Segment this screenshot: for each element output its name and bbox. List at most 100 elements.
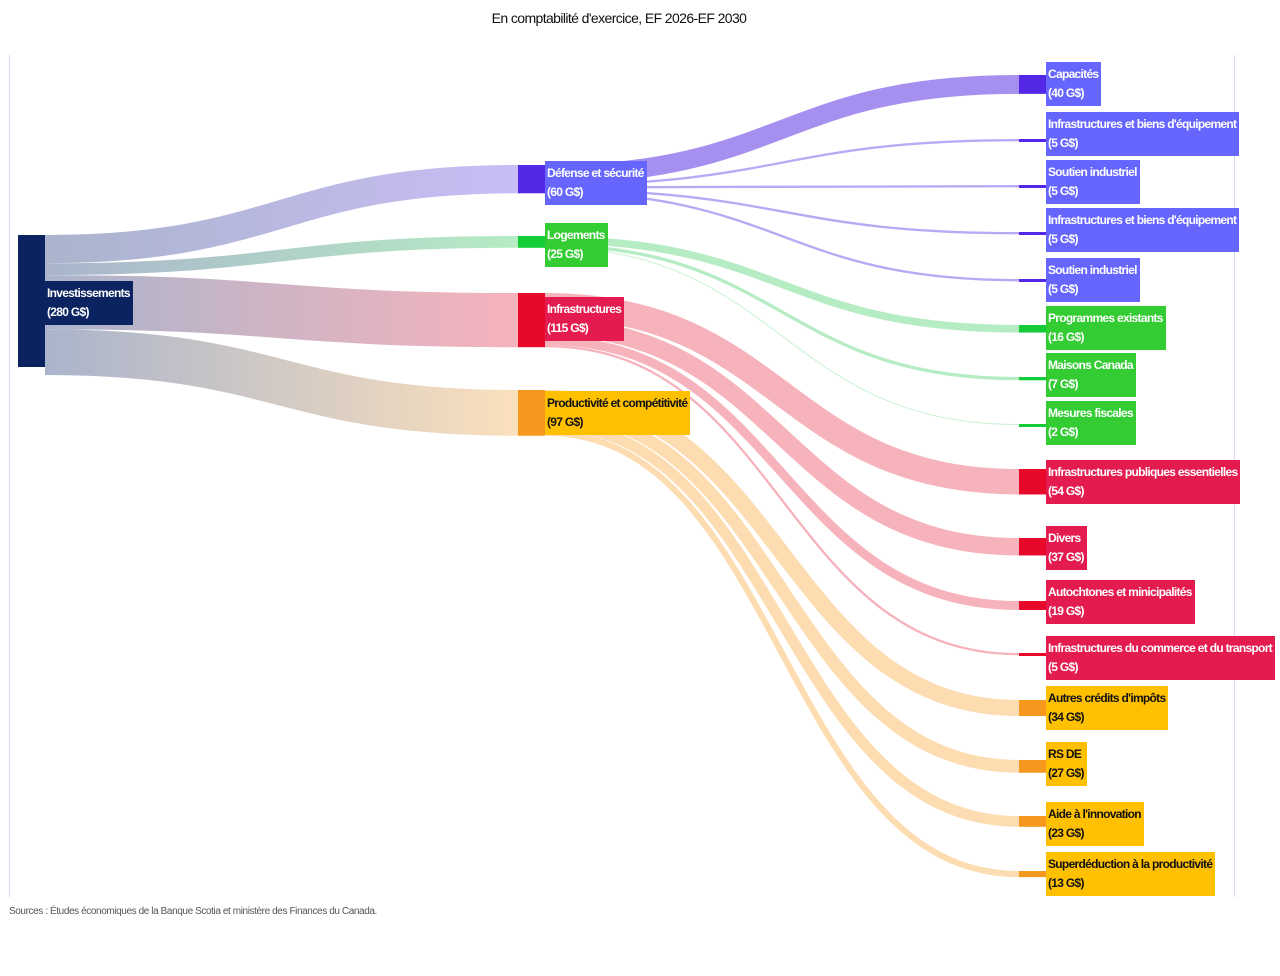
node-pro[interactable]	[518, 390, 545, 436]
node-value: (5 G$)	[1048, 232, 1079, 246]
node-value: (60 G$)	[547, 185, 583, 199]
node-label: Infrastructures et biens d'équipement	[1048, 117, 1237, 131]
link-log-mf	[544, 246, 1020, 425]
link-log-mc	[544, 243, 1020, 381]
label-inv: Investissements (280 G$)	[45, 281, 133, 325]
node-ibe2[interactable]	[1019, 232, 1046, 235]
link-pro-aide	[544, 418, 1020, 827]
node-value: (5 G$)	[1048, 136, 1079, 150]
label-rsde: RS DE (27 G$)	[1046, 742, 1087, 786]
node-label: RS DE	[1048, 747, 1082, 761]
node-label: Logements	[547, 228, 605, 242]
node-value: (115 G$)	[547, 321, 589, 335]
node-aide[interactable]	[1019, 816, 1046, 827]
node-value: (54 G$)	[1048, 484, 1084, 498]
label-mc: Maisons Canada (7 G$)	[1046, 353, 1136, 397]
node-aci[interactable]	[1019, 700, 1046, 717]
node-si1[interactable]	[1019, 185, 1046, 188]
label-pro: Productivité et compétitivité (97 G$)	[545, 391, 691, 435]
node-inf[interactable]	[518, 293, 545, 348]
node-value: (280 G$)	[47, 305, 89, 319]
label-def: Défense et sécurité (60 G$)	[545, 161, 647, 205]
label-ict: Infrastructures du commerce et du transp…	[1046, 636, 1275, 680]
link-def-si2	[544, 190, 1020, 282]
label-cap: Capacités (40 G$)	[1046, 62, 1102, 106]
node-cap[interactable]	[1019, 75, 1046, 94]
node-value: (25 G$)	[547, 247, 583, 261]
link-inv-def	[44, 165, 519, 264]
link-pro-sup	[544, 429, 1020, 878]
node-label: Autochtones et minicipalités	[1048, 585, 1192, 599]
node-label: Capacités	[1048, 67, 1099, 81]
node-def[interactable]	[518, 165, 545, 194]
node-value: (97 G$)	[547, 415, 583, 429]
link-log-pe	[544, 235, 1020, 333]
node-value: (2 G$)	[1048, 425, 1079, 439]
node-label: Autres crédits d'impôts	[1048, 691, 1166, 705]
node-value: (7 G$)	[1048, 377, 1079, 391]
node-mf[interactable]	[1019, 424, 1046, 427]
label-aci: Autres crédits d'impôts (34 G$)	[1046, 686, 1169, 730]
label-mf: Mesures fiscales (2 G$)	[1046, 401, 1136, 445]
node-label: Divers	[1048, 531, 1081, 545]
node-label: Mesures fiscales	[1048, 406, 1134, 420]
node-value: (40 G$)	[1048, 86, 1085, 100]
node-label: Défense et sécurité	[547, 166, 644, 180]
chart-title: En comptabilité d'exercice, EF 2026-EF 2…	[491, 10, 747, 26]
node-label: Infrastructures	[547, 302, 622, 316]
node-value: (5 G$)	[1048, 282, 1079, 296]
label-inf: Infrastructures (115 G$)	[545, 297, 625, 341]
node-value: (16 G$)	[1048, 330, 1084, 344]
source-note: Sources : Études économiques de la Banqu…	[9, 906, 377, 917]
label-log: Logements (25 G$)	[545, 223, 608, 267]
node-inv[interactable]	[18, 235, 45, 367]
link-inv-log	[44, 236, 519, 276]
link-inv-pro	[44, 329, 519, 436]
node-sup[interactable]	[1019, 871, 1046, 878]
node-div[interactable]	[1019, 538, 1046, 556]
label-div: Divers (37 G$)	[1046, 526, 1087, 570]
node-value: (34 G$)	[1048, 710, 1084, 724]
node-value: (5 G$)	[1048, 660, 1079, 674]
label-si1: Soutien industriel (5 G$)	[1046, 160, 1140, 204]
node-label: Soutien industriel	[1048, 263, 1137, 277]
node-rsde[interactable]	[1019, 760, 1046, 773]
label-sup: Superdéduction à la productivité (13 G$)	[1046, 852, 1216, 896]
node-mc[interactable]	[1019, 377, 1046, 381]
node-ict[interactable]	[1019, 653, 1046, 656]
link-inf-div	[544, 318, 1020, 556]
node-label: Superdéduction à la productivité	[1048, 857, 1213, 871]
node-label: Infrastructures publiques essentielles	[1048, 465, 1238, 479]
node-si2[interactable]	[1019, 279, 1046, 282]
node-aut[interactable]	[1019, 601, 1046, 610]
label-pe: Programmes existants (16 G$)	[1046, 306, 1166, 350]
node-value: (5 G$)	[1048, 184, 1079, 198]
node-ibe1[interactable]	[1019, 139, 1046, 142]
node-value: (19 G$)	[1048, 604, 1084, 618]
link-inf-ipe	[544, 293, 1020, 495]
node-value: (13 G$)	[1048, 876, 1084, 890]
link-inf-aut	[544, 335, 1020, 610]
left-border	[9, 55, 10, 897]
label-aide: Aide à l'innovation (23 G$)	[1046, 802, 1144, 846]
node-label: Aide à l'innovation	[1048, 807, 1142, 821]
node-label: Infrastructures et biens d'équipement	[1048, 213, 1237, 227]
label-ibe2: Infrastructures et biens d'équipement (5 …	[1046, 208, 1240, 252]
node-label: Productivité et compétitivité	[547, 396, 688, 410]
node-label: Investissements	[47, 286, 131, 300]
label-aut: Autochtones et minicipalités (19 G$)	[1046, 580, 1195, 624]
label-si2: Soutien industriel (5 G$)	[1046, 258, 1140, 302]
node-label: Soutien industriel	[1048, 165, 1137, 179]
label-ipe: Infrastructures publiques essentielles (5…	[1046, 460, 1241, 504]
node-ipe[interactable]	[1019, 469, 1046, 495]
label-ibe1: Infrastructures et biens d'équipement (5 …	[1046, 112, 1240, 156]
node-label: Maisons Canada	[1048, 358, 1134, 372]
node-log[interactable]	[518, 236, 545, 248]
node-label: Infrastructures du commerce et du transp…	[1048, 641, 1273, 655]
link-inf-ict	[544, 344, 1020, 656]
node-value: (23 G$)	[1048, 826, 1084, 840]
node-value: (37 G$)	[1048, 550, 1084, 564]
node-value: (27 G$)	[1048, 766, 1084, 780]
node-label: Programmes existants	[1048, 311, 1163, 325]
node-pe[interactable]	[1019, 325, 1046, 333]
